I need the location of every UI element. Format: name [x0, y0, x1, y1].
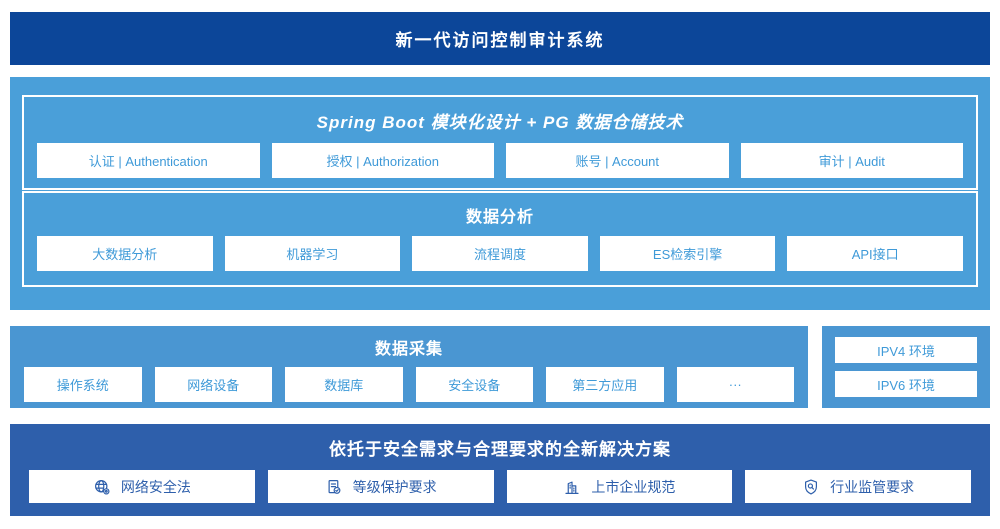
- collection-box-third-party: 第三方应用: [546, 367, 664, 402]
- building-icon: [563, 478, 581, 496]
- page-title: 新一代访问控制审计系统: [395, 31, 605, 50]
- solution-label: 网络安全法: [120, 478, 191, 495]
- solution-label: 上市企业规范: [591, 478, 676, 495]
- solution-label: 行业监管要求: [830, 478, 915, 495]
- module-box-audit: 审计 | Audit: [740, 143, 963, 178]
- springboot-panel: Spring Boot 模块化设计 + PG 数据仓储技术 认证 | Authe…: [22, 95, 978, 190]
- collection-box-network-device: 网络设备: [154, 367, 272, 402]
- environment-section: IPV4 环境 IPV6 环境: [822, 326, 990, 408]
- module-box-authentication: 认证 | Authentication: [37, 143, 260, 178]
- analysis-box-es-search: ES检索引擎: [599, 236, 776, 271]
- solution-title: 依托于安全需求与合理要求的全新解决方案: [329, 440, 671, 459]
- collection-band: 数据采集 操作系统 网络设备 数据库 安全设备 第三方应用 ··· IPV4 环…: [10, 326, 990, 408]
- analysis-panel-title: 数据分析: [465, 209, 534, 226]
- solution-row: 网络安全法 等级保护要求: [29, 470, 971, 503]
- module-row: 认证 | Authentication 授权 | Authorization 账…: [37, 143, 963, 178]
- collection-box-more: ···: [676, 367, 794, 402]
- springboot-panel-title: Spring Boot 模块化设计 + PG 数据仓储技术: [316, 113, 684, 132]
- solution-box-network-security-law: 网络安全法: [29, 470, 255, 503]
- collection-row: 操作系统 网络设备 数据库 安全设备 第三方应用 ···: [24, 367, 794, 402]
- solution-label: 等级保护要求: [352, 478, 437, 495]
- collection-box-security-device: 安全设备: [415, 367, 533, 402]
- analysis-box-machine-learning: 机器学习: [224, 236, 401, 271]
- header-banner: 新一代访问控制审计系统: [10, 12, 990, 65]
- analysis-row: 大数据分析 机器学习 流程调度 ES检索引擎 API接口: [37, 236, 963, 271]
- shield-search-icon: [802, 478, 820, 496]
- collection-box-os: 操作系统: [24, 367, 142, 402]
- analysis-panel: 数据分析 大数据分析 机器学习 流程调度 ES检索引擎 API接口: [22, 191, 978, 287]
- solution-section: 依托于安全需求与合理要求的全新解决方案 网络安全法: [10, 424, 990, 516]
- globe-icon: [93, 478, 111, 496]
- analysis-box-api: API接口: [787, 236, 963, 271]
- document-check-icon: [325, 478, 343, 496]
- env-box-ipv6: IPV6 环境: [835, 371, 977, 397]
- collection-section: 数据采集 操作系统 网络设备 数据库 安全设备 第三方应用 ···: [10, 326, 808, 408]
- collection-box-database: 数据库: [285, 367, 403, 402]
- platform-section: Spring Boot 模块化设计 + PG 数据仓储技术 认证 | Authe…: [10, 77, 990, 310]
- collection-title: 数据采集: [374, 341, 443, 358]
- env-box-ipv4: IPV4 环境: [835, 337, 977, 363]
- module-box-account: 账号 | Account: [506, 143, 729, 178]
- analysis-box-bigdata: 大数据分析: [37, 236, 213, 271]
- module-box-authorization: 授权 | Authorization: [271, 143, 494, 178]
- solution-box-grade-protection: 等级保护要求: [267, 470, 494, 503]
- analysis-box-workflow: 流程调度: [412, 236, 588, 271]
- solution-box-industry-regulation: 行业监管要求: [745, 470, 971, 503]
- solution-box-listed-company: 上市企业规范: [506, 470, 733, 503]
